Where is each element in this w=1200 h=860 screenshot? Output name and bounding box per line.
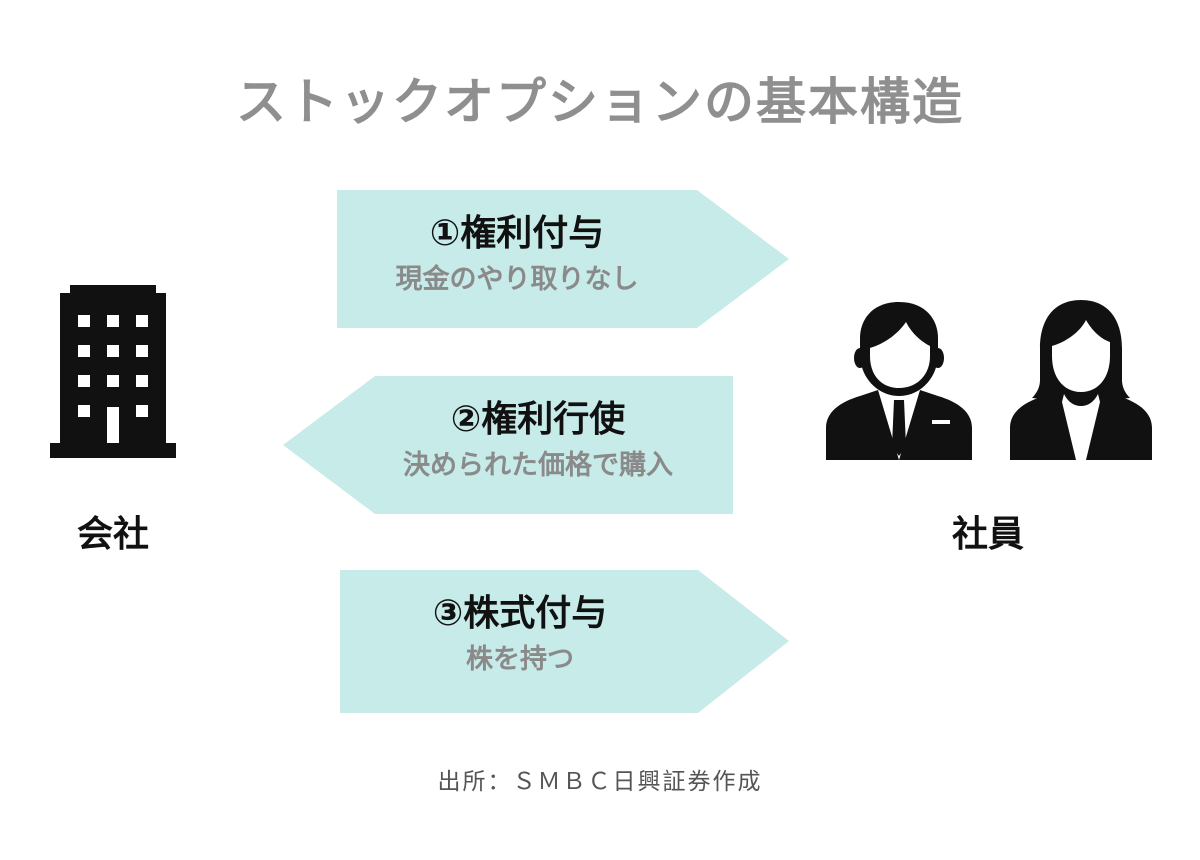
female-employee-icon <box>1010 296 1152 460</box>
flow-detail: 決められた価格で購入 <box>403 450 673 481</box>
flow-arrow-grant-shares: ③株式付与 株を持つ <box>340 570 789 713</box>
flow-arrow-exercise-rights: ②権利行使 決められた価格で購入 <box>283 376 733 514</box>
flow-heading: ③株式付与 <box>432 593 608 634</box>
flow-detail: 現金のやり取りなし <box>395 264 639 295</box>
flow-detail: 株を持つ <box>466 644 574 675</box>
flow-heading: ①権利付与 <box>429 213 605 254</box>
page-title: ストックオプションの基本構造 <box>236 73 964 131</box>
male-employee-icon <box>826 296 972 460</box>
source-note: 出所：ＳＭＢＣ日興証券作成 <box>437 769 763 795</box>
flow-heading: ②権利行使 <box>450 399 626 440</box>
company-label: 会社 <box>76 514 149 555</box>
employee-label: 社員 <box>951 514 1024 555</box>
flow-arrow-grant-rights: ①権利付与 現金のやり取りなし <box>337 190 789 328</box>
building-icon <box>50 285 176 460</box>
